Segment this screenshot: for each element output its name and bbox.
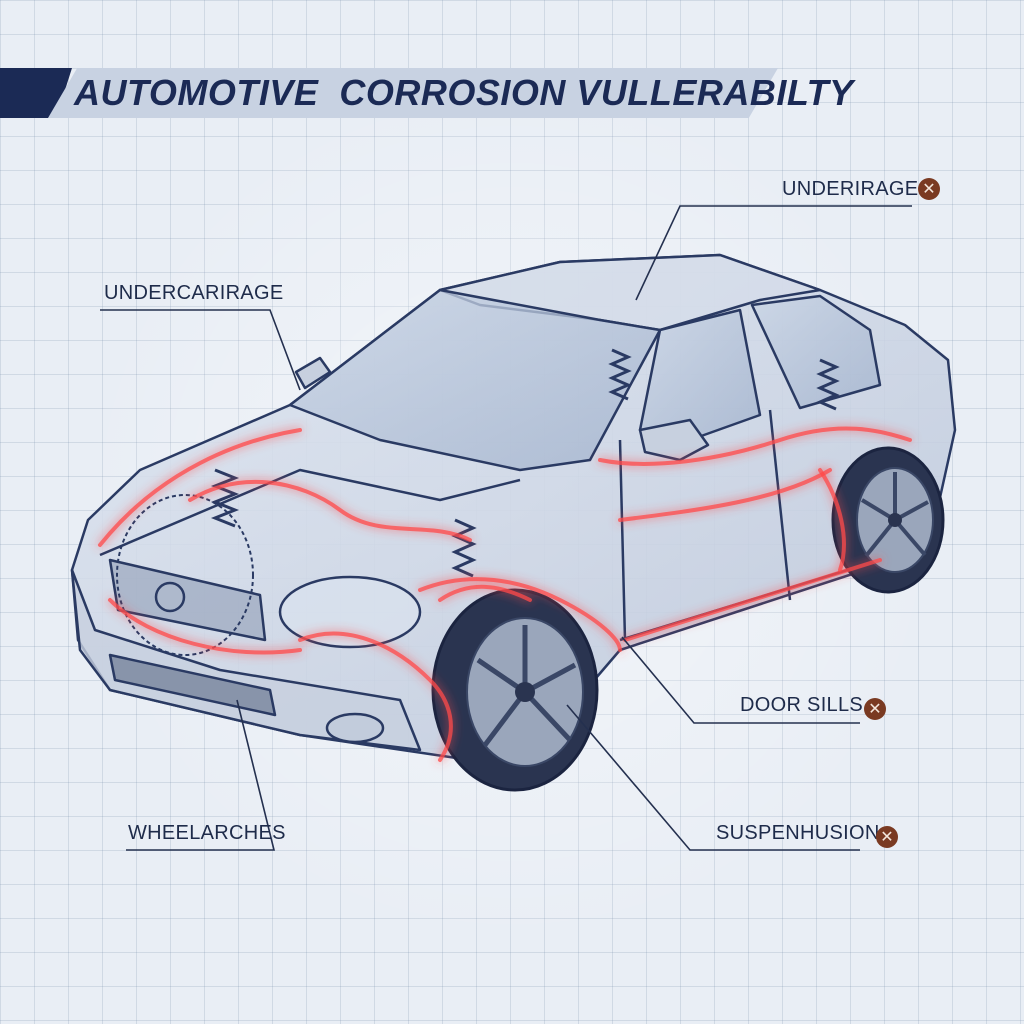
- leader-right-middle: [621, 636, 860, 724]
- lower-grille: [108, 653, 277, 717]
- page-title: AUTOMOTIVE CORROSION VULLERABILTY: [74, 72, 854, 113]
- grille: [108, 558, 267, 642]
- side-window-front: [638, 308, 762, 442]
- callout-underirage: UNDERIRAGE: [782, 178, 919, 200]
- close-x-icon: ✕: [918, 178, 940, 200]
- callout-suspenhusion: SUSPENHUSION: [716, 822, 880, 844]
- leader-bottom-left: [126, 699, 276, 851]
- leader-top-right: [635, 205, 912, 301]
- side-window-rear: [750, 294, 882, 410]
- front-wheel: [431, 588, 599, 792]
- callout-wheelarches: WHEELARCHES: [128, 822, 286, 844]
- title-banner: AUTOMOTIVE CORROSION VULLERABILTY: [0, 68, 853, 118]
- close-x-icon: ✕: [876, 826, 898, 848]
- front-bumper: [70, 568, 422, 752]
- suspension-springs: [210, 348, 840, 578]
- corrosion-highlights: [98, 426, 912, 762]
- fog-light: [325, 712, 385, 744]
- front-left-wheel-inner: [116, 494, 254, 656]
- car-body: [70, 253, 957, 762]
- leader-top-left: [100, 309, 301, 391]
- rear-wheel: [831, 446, 945, 594]
- badge-emblem: [154, 581, 186, 613]
- headlight: [278, 575, 422, 649]
- callout-undercarirage: UNDERCARIRAGE: [104, 282, 284, 304]
- callout-door-sills: DOOR SILLS: [740, 694, 864, 716]
- close-x-icon: ✕: [864, 698, 886, 720]
- door-line-1: [618, 439, 627, 641]
- leader-bottom-right: [566, 704, 860, 851]
- hood-line: [99, 468, 521, 557]
- side-mirror: [638, 418, 710, 462]
- windshield: [288, 288, 662, 472]
- title-accent-light: [48, 68, 778, 118]
- front-mirror-left: [294, 356, 332, 390]
- leader-lines: [100, 205, 912, 851]
